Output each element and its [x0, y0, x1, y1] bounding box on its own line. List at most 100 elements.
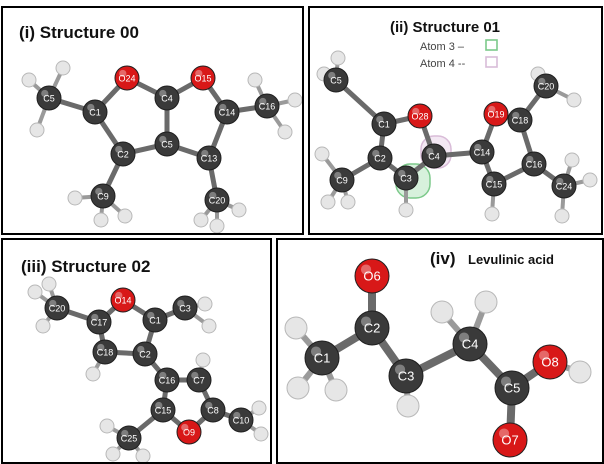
- atom-shine: [155, 401, 163, 410]
- atom-c15: [481, 171, 507, 197]
- atom-label: C17: [91, 317, 108, 327]
- atom-shine: [95, 187, 103, 196]
- atom-label: C18: [97, 347, 114, 357]
- hydrogen-atom: [27, 284, 43, 300]
- atom-shine: [372, 149, 380, 158]
- atom-c5: [154, 131, 180, 157]
- hydrogen-atom: [99, 418, 115, 434]
- atom-c8: [200, 397, 226, 423]
- atom-label: C8: [207, 405, 219, 415]
- atom-shine: [49, 299, 57, 308]
- atom-label: C9: [336, 175, 348, 185]
- atom-label: C5: [161, 139, 173, 149]
- atom-shine: [360, 316, 372, 327]
- atom-shine: [538, 77, 546, 86]
- atom-shine: [159, 371, 167, 380]
- atom-c9: [329, 167, 355, 193]
- atom-shine: [91, 313, 99, 322]
- atom-shine: [205, 401, 213, 410]
- hydrogen-atom: [105, 446, 121, 462]
- atom-label: O9: [183, 427, 195, 437]
- hydrogen-atom: [277, 124, 293, 140]
- atom-shine: [328, 71, 336, 80]
- atom-shine: [538, 350, 550, 361]
- atom-shine: [500, 376, 512, 387]
- hydrogen-atom: [117, 208, 133, 224]
- atom-shine: [115, 291, 123, 300]
- atom-shine: [334, 171, 342, 180]
- atom-c18: [92, 339, 118, 365]
- hydrogen-atom: [41, 276, 57, 292]
- hydrogen-atom: [330, 50, 346, 66]
- hydrogen-atom: [568, 360, 592, 384]
- hydrogen-atom: [209, 218, 225, 233]
- panel-subtitle: Levulinic acid: [468, 252, 554, 267]
- panel-title: (ii) Structure 01: [390, 19, 500, 36]
- atom-c20: [204, 187, 230, 213]
- atom-label: C20: [538, 81, 555, 91]
- atom-c9: [90, 183, 116, 209]
- atom-shine: [426, 147, 434, 156]
- atom-c13: [196, 145, 222, 171]
- atom-label: C7: [193, 375, 205, 385]
- atom-o15: [190, 65, 216, 91]
- atom-label: C15: [486, 179, 503, 189]
- atom-label: C20: [49, 303, 66, 313]
- atom-c2: [354, 310, 390, 346]
- panel-title: (iv): [430, 249, 456, 268]
- hydrogen-atom: [484, 206, 500, 222]
- atom-label: C2: [117, 149, 129, 159]
- legend-atom-4: Atom 4 --: [420, 58, 466, 70]
- hydrogen-atom: [582, 172, 598, 188]
- atom-label: C15: [155, 405, 172, 415]
- hydrogen-atom: [566, 92, 582, 108]
- atom-label: O14: [114, 295, 131, 305]
- atom-shine: [526, 155, 534, 164]
- atom-label: O28: [411, 111, 428, 121]
- atom-shine: [376, 115, 384, 124]
- legend-atom-3: Atom 3 –: [420, 41, 465, 53]
- atom-shine: [209, 191, 217, 200]
- atom-o19: [483, 101, 509, 127]
- atom-shine: [498, 428, 510, 439]
- atom-c20: [44, 295, 70, 321]
- atom-o9: [176, 419, 202, 445]
- atom-label: C20: [209, 195, 226, 205]
- atom-c7: [186, 367, 212, 393]
- atom-shine: [87, 103, 95, 112]
- atom-c16: [254, 93, 280, 119]
- hydrogen-atom: [251, 400, 267, 416]
- atom-label: C1: [89, 107, 101, 117]
- atom-label: C25: [121, 433, 138, 443]
- atom-shine: [486, 175, 494, 184]
- atom-c5: [494, 370, 530, 406]
- hydrogen-atom: [21, 72, 37, 88]
- atom-label: C13: [201, 153, 218, 163]
- hydrogen-atom: [474, 290, 498, 314]
- atom-label: C2: [374, 153, 386, 163]
- atom-o24: [114, 65, 140, 91]
- hydrogen-atom: [29, 122, 45, 138]
- atom-shine: [360, 264, 372, 275]
- atom-c14: [469, 139, 495, 165]
- atom-label: C2: [139, 349, 151, 359]
- atom-c15: [150, 397, 176, 423]
- atom-shine: [474, 143, 482, 152]
- hydrogen-atom: [554, 208, 570, 224]
- atom-shine: [147, 311, 155, 320]
- atom-label: C5: [43, 93, 55, 103]
- atom-c2: [110, 141, 136, 167]
- hydrogen-atom: [320, 194, 336, 210]
- atom-c10: [228, 407, 254, 433]
- hydrogen-atom: [67, 190, 83, 206]
- atom-c14: [214, 99, 240, 125]
- atom-shine: [137, 345, 145, 354]
- atom-label: O6: [363, 268, 380, 283]
- atom-c18: [507, 107, 533, 133]
- atom-shine: [159, 135, 167, 144]
- atom-label: O8: [541, 354, 558, 369]
